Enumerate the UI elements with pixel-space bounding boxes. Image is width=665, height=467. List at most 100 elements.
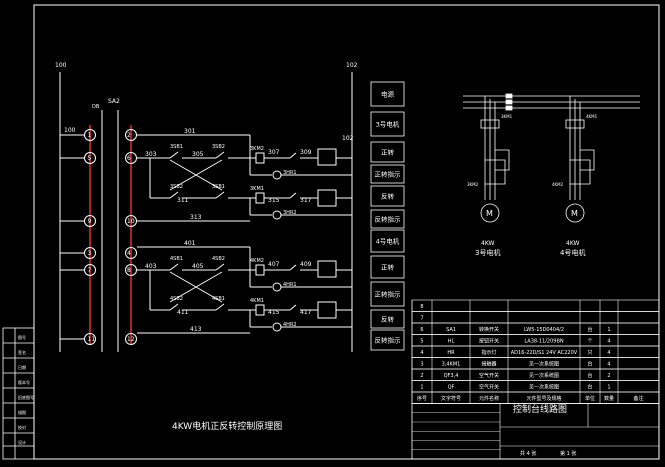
contact: [215, 303, 225, 311]
cross-wire: [169, 271, 223, 303]
legend-box: [370, 229, 405, 253]
bus-marker: [505, 105, 513, 111]
legend-box: [370, 309, 405, 329]
lamp-label: 3HR1: [283, 170, 297, 176]
bom-cell: HL: [448, 339, 455, 345]
legend-label: 正转指示: [375, 290, 402, 299]
wire-label: 415: [268, 309, 280, 316]
terminal-right-number: 12: [127, 336, 135, 343]
bom-cell: 单位: [585, 395, 595, 402]
legend-box: [370, 281, 405, 307]
wire-label: 305: [192, 151, 204, 158]
coil-box: [317, 189, 337, 207]
terminal-right: [125, 215, 137, 227]
bom-cell: AD16-22D/S1 24V AC220V: [511, 350, 578, 356]
wire-label: 411: [177, 309, 189, 316]
motor-circle: [565, 203, 585, 223]
motor-circle: [480, 203, 500, 223]
terminal-left: [84, 129, 96, 141]
lamp: [272, 282, 282, 292]
wire-label: 317: [300, 197, 312, 204]
legend-box: [370, 185, 405, 207]
contact: [289, 264, 297, 271]
bom-cell: 元件名称: [479, 395, 499, 402]
motor-name: 3号电机: [475, 248, 500, 257]
bom-row: [411, 299, 660, 312]
wire-label: 315: [268, 197, 280, 204]
contact-label: 4KM1: [250, 298, 264, 304]
terminal-right: [125, 264, 137, 276]
coil: [255, 152, 265, 164]
reverse-loop: [485, 149, 510, 185]
contact-label: 4SB1: [170, 256, 183, 262]
bom-cell: HR: [447, 350, 455, 356]
bom-cell: 1: [420, 385, 423, 391]
reverse-loop: [570, 149, 595, 185]
bom-cell: 文字符号: [441, 395, 461, 402]
terminal-left-number: 9: [88, 218, 92, 225]
terminal-strip-label-2: DB: [92, 104, 100, 110]
legend-box: [370, 164, 405, 184]
bom-cell: 个: [587, 339, 592, 345]
legend-label: 反转指示: [375, 336, 402, 345]
sheet-border: [33, 4, 660, 460]
terminal-right-number: 6: [127, 155, 131, 162]
wire-label: 309: [300, 149, 312, 156]
sheet-number: 第 1 张: [560, 450, 576, 457]
left-strip-label: 日期: [18, 364, 26, 370]
wire-label: 405: [192, 263, 204, 270]
wire-label: 403: [145, 263, 157, 270]
rail-right-label: 102: [346, 62, 358, 69]
km-label: 4KM2: [552, 182, 564, 187]
coil: [255, 304, 265, 316]
wire-label: 307: [268, 149, 280, 156]
terminal-strip-label: SA2: [108, 98, 120, 105]
lamp-label: 3HR2: [283, 210, 297, 216]
bom-cell: 空气开关: [479, 372, 499, 379]
contact-label: 3SB2: [212, 144, 225, 150]
wire-label: 407: [268, 261, 280, 268]
contact-label: 4SB2: [212, 256, 225, 262]
left-strip: [2, 327, 35, 460]
bom-cell: 4: [607, 362, 610, 368]
left-strip-label: 描图: [18, 409, 26, 415]
left-strip-label: 版本号: [18, 379, 30, 385]
rail-left-label: 100: [55, 62, 67, 69]
bom-cell: 2: [420, 373, 423, 379]
bom-row: [411, 311, 660, 324]
coil-box: [317, 260, 337, 278]
terminal-left-number: 1: [88, 132, 92, 139]
bom-cell: 1: [607, 327, 610, 333]
terminal-left-number: 5: [88, 155, 92, 162]
wire-label: 303: [145, 151, 157, 158]
bus-marker: [505, 99, 513, 105]
bom-cell: 备注: [633, 395, 643, 402]
bom-cell: 指示灯: [481, 349, 496, 356]
contact: [169, 303, 179, 311]
km-label: 3KM2: [467, 182, 479, 187]
bom-cell: 4: [607, 350, 610, 356]
terminal-left: [84, 215, 96, 227]
terminal-right: [125, 333, 137, 345]
legend-label: 正转: [381, 263, 395, 272]
bom-cell: 只: [587, 350, 592, 356]
bom-cell: 元件型号及规格: [526, 395, 561, 402]
terminal-right-number: 10: [127, 218, 135, 225]
legend-label: 反转: [381, 315, 395, 324]
terminal-right-number: 8: [127, 267, 131, 274]
bom-cell: 台: [587, 372, 592, 379]
terminal-right: [125, 247, 137, 259]
coil: [255, 192, 265, 204]
legend-label: 正转指示: [375, 170, 402, 179]
left-strip-label: 校对: [18, 424, 26, 430]
terminal-left: [84, 247, 96, 259]
contact: [169, 263, 179, 271]
coil: [255, 264, 265, 276]
terminal-left: [84, 333, 96, 345]
legend-label: 电源: [381, 90, 395, 99]
legend-box: [370, 141, 405, 163]
bom-cell: 4: [420, 350, 423, 356]
contact-label: 4SB2: [170, 296, 183, 302]
